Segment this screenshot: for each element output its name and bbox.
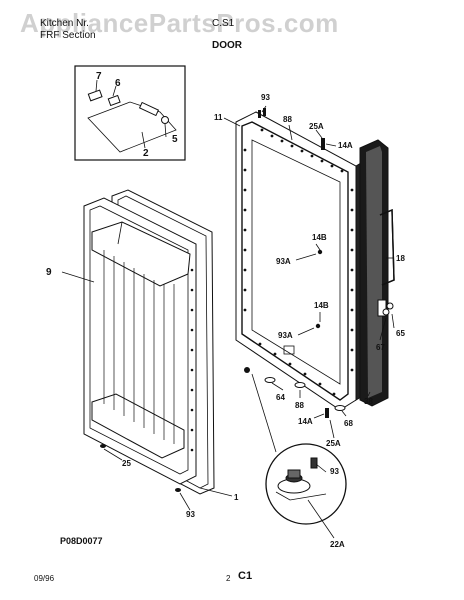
callout-93A-2: 93A bbox=[278, 331, 293, 340]
callout-6: 6 bbox=[115, 78, 121, 89]
callout-93-top: 93 bbox=[261, 93, 270, 102]
callout-1: 1 bbox=[234, 493, 239, 502]
leader-lines bbox=[61, 105, 395, 539]
model-value: FRF Section bbox=[40, 30, 96, 41]
handle-trim-strip bbox=[359, 139, 395, 407]
footer-page-code: C1 bbox=[238, 570, 253, 582]
callout-11: 11 bbox=[214, 113, 223, 122]
callout-14A-top: 14A bbox=[338, 141, 353, 150]
callout-67: 67 bbox=[376, 343, 385, 352]
callout-93A-1: 93A bbox=[276, 257, 291, 266]
door-liner bbox=[83, 197, 197, 485]
callout-25A-bot: 25A bbox=[326, 439, 341, 448]
hardware-screws bbox=[100, 108, 394, 492]
callout-14A-bot: 14A bbox=[298, 417, 313, 426]
callout-22A: 22A bbox=[330, 540, 345, 549]
callout-68: 68 bbox=[344, 419, 353, 428]
model-label: Kitchen Nr. bbox=[40, 18, 89, 29]
callout-88-bot: 88 bbox=[295, 401, 304, 410]
callout-9: 9 bbox=[46, 267, 52, 278]
callout-5: 5 bbox=[172, 134, 178, 145]
callout-64: 64 bbox=[276, 393, 285, 402]
callout-14B-2: 14B bbox=[314, 301, 329, 310]
section-name: DOOR bbox=[212, 40, 242, 51]
callout-18: 18 bbox=[396, 254, 405, 263]
section-code: C.S1 bbox=[212, 18, 235, 29]
footer-page: 2 bbox=[226, 574, 231, 583]
callout-38: 38 bbox=[364, 397, 373, 406]
callout-2: 2 bbox=[143, 148, 149, 159]
hinge-detail-circle bbox=[251, 373, 347, 525]
footer-date: 09/96 bbox=[34, 574, 55, 583]
callout-88-top: 88 bbox=[283, 115, 292, 124]
inset-parts-box: 7 6 5 2 bbox=[74, 65, 186, 161]
outer-door-panel bbox=[235, 111, 367, 411]
callout-25: 25 bbox=[122, 459, 131, 468]
callout-14B-1: 14B bbox=[312, 233, 327, 242]
callout-65: 65 bbox=[396, 329, 405, 338]
callout-25A-top: 25A bbox=[309, 122, 324, 131]
drawing-number: P08D0077 bbox=[60, 536, 103, 546]
callout-93-mid: 93 bbox=[330, 467, 339, 476]
callout-7: 7 bbox=[96, 71, 102, 82]
callout-93-bot: 93 bbox=[186, 510, 195, 519]
watermark: AppliancePartsPros.com bbox=[20, 8, 339, 38]
